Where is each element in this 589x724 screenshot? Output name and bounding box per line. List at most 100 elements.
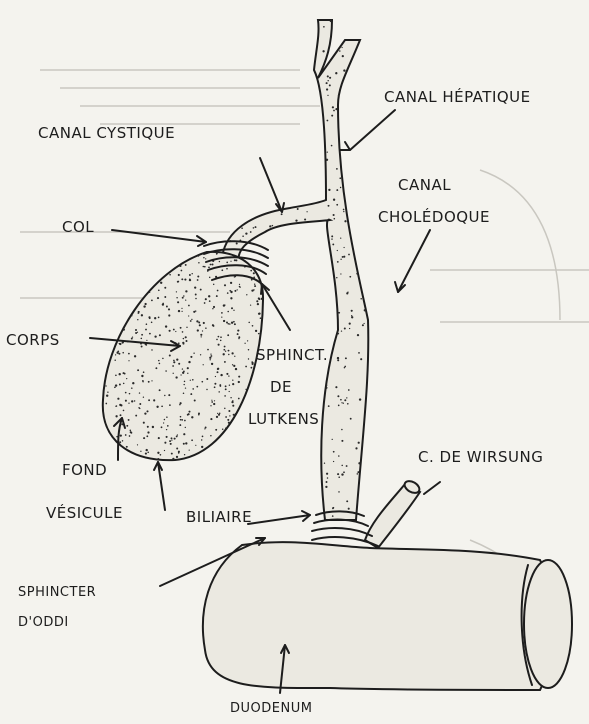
duodenum-shape <box>203 542 572 690</box>
stipple-dot <box>217 290 219 292</box>
stipple-dot <box>361 278 362 279</box>
stipple-dot <box>246 469 248 471</box>
stipple-dot <box>103 457 105 459</box>
stipple-dot <box>100 325 102 327</box>
stipple-dot <box>288 144 290 146</box>
stipple-dot <box>159 363 161 365</box>
stipple-dot <box>276 138 278 140</box>
stipple-dot <box>253 58 254 59</box>
stipple-dot <box>141 279 143 281</box>
stipple-dot <box>252 325 254 327</box>
stipple-dot <box>256 472 257 473</box>
stipple-dot <box>336 189 338 191</box>
stipple-dot <box>290 64 292 66</box>
stipple-dot <box>359 199 360 200</box>
stipple-dot <box>296 447 297 448</box>
stipple-dot <box>128 360 129 361</box>
stipple-dot <box>185 299 186 300</box>
stipple-dot <box>349 276 351 278</box>
stipple-dot <box>231 471 232 472</box>
stipple-dot <box>184 454 185 455</box>
stipple-dot <box>131 400 133 402</box>
stipple-dot <box>280 278 282 280</box>
stipple-dot <box>267 279 269 281</box>
stipple-dot <box>210 264 212 266</box>
stipple-dot <box>106 317 108 319</box>
stipple-dot <box>184 420 186 422</box>
stipple-dot <box>204 428 205 429</box>
stipple-dot <box>282 264 284 266</box>
stipple-dot <box>156 270 158 272</box>
stipple-dot <box>360 358 362 360</box>
stipple-dot <box>147 452 149 454</box>
stipple-dot <box>339 50 341 52</box>
stipple-dot <box>317 322 319 324</box>
stipple-dot <box>332 439 333 440</box>
stipple-dot <box>118 312 119 313</box>
stipple-dot <box>207 349 209 351</box>
stipple-dot <box>118 318 119 319</box>
stipple-dot <box>363 323 364 324</box>
stipple-dot <box>120 273 121 274</box>
stipple-dot <box>343 471 345 473</box>
stipple-dot <box>302 436 304 438</box>
stipple-dot <box>308 102 310 104</box>
stipple-dot <box>342 152 344 154</box>
stipple-dot <box>168 314 170 316</box>
stipple-dot <box>340 187 341 188</box>
stipple-dot <box>354 179 356 181</box>
stipple-dot <box>225 388 227 390</box>
label-biliaire: BILIAIRE <box>186 508 252 526</box>
stipple-dot <box>122 321 124 323</box>
stipple-dot <box>235 42 237 44</box>
stipple-dot <box>135 415 137 417</box>
stipple-dot <box>121 311 123 313</box>
stipple-dot <box>301 298 303 300</box>
stipple-dot <box>136 273 138 275</box>
stipple-dot <box>227 311 229 313</box>
stipple-dot <box>242 116 243 117</box>
stipple-dot <box>120 434 122 436</box>
stipple-dot <box>319 497 321 499</box>
stipple-dot <box>269 225 271 227</box>
stipple-dot <box>233 444 235 446</box>
stipple-dot <box>341 19 343 21</box>
stipple-dot <box>161 426 163 428</box>
stipple-dot <box>141 314 143 316</box>
label-sphincter: SPHINCTER <box>18 585 96 600</box>
stipple-dot <box>338 491 340 493</box>
stipple-dot <box>233 414 235 416</box>
stipple-dot <box>228 350 230 352</box>
stipple-dot <box>261 343 262 344</box>
stipple-dot <box>148 381 150 383</box>
stipple-dot <box>173 329 175 331</box>
stipple-dot <box>275 240 277 242</box>
stipple-dot <box>261 298 263 300</box>
stipple-dot <box>326 120 328 122</box>
stipple-dot <box>232 383 234 385</box>
stipple-dot <box>155 367 157 369</box>
stipple-dot <box>286 228 288 230</box>
stipple-dot <box>229 466 231 468</box>
stipple-dot <box>251 396 253 398</box>
stipple-dot <box>244 41 246 43</box>
stipple-dot <box>338 405 340 407</box>
arrow-wirsung <box>424 482 440 494</box>
stipple-dot <box>114 359 115 360</box>
stipple-dot <box>118 322 120 324</box>
stipple-dot <box>336 204 338 206</box>
stipple-dot <box>144 303 146 305</box>
stipple-dot <box>183 295 185 297</box>
stipple-dot <box>294 55 296 57</box>
stipple-dot <box>268 31 269 32</box>
stipple-dot <box>138 312 140 314</box>
stipple-dot <box>221 149 223 151</box>
stipple-dot <box>227 163 228 164</box>
stipple-dot <box>361 498 362 499</box>
stipple-dot <box>231 445 233 447</box>
stipple-dot <box>265 312 267 314</box>
stipple-dot <box>154 335 156 337</box>
stipple-dot <box>164 450 165 451</box>
stipple-dot <box>242 187 244 189</box>
